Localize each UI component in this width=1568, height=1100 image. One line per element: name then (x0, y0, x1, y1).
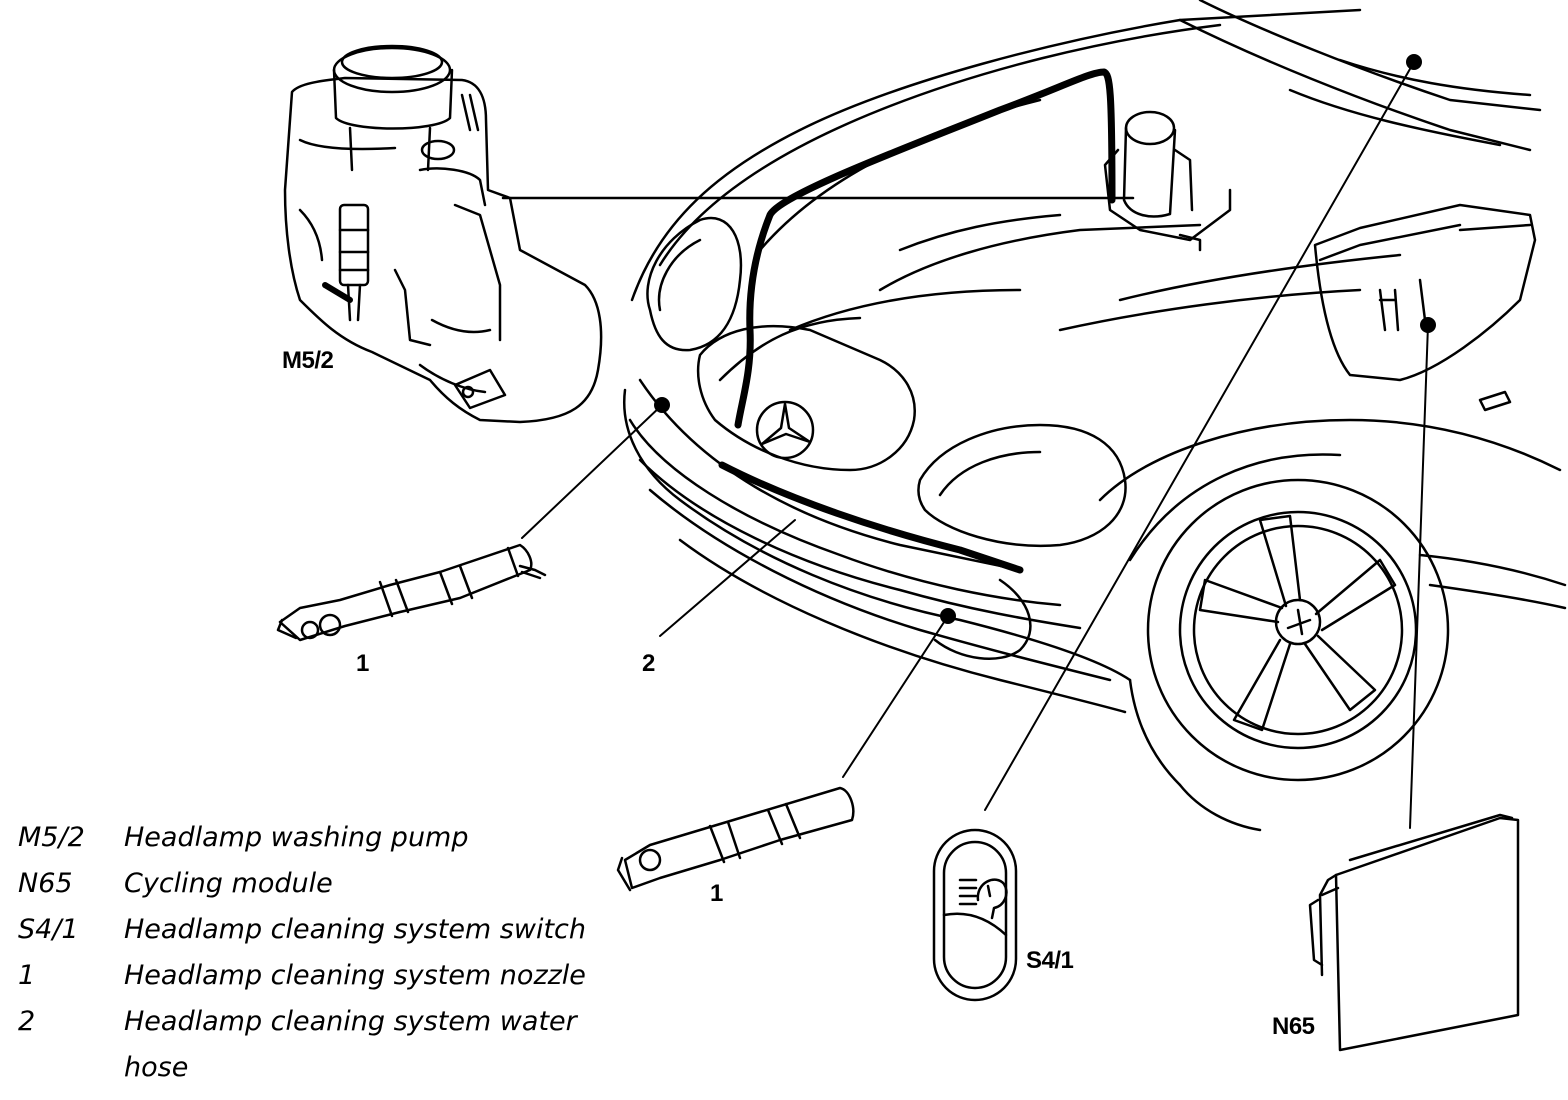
label-m5-2: M5/2 (282, 347, 334, 374)
legend-continuation: hose (124, 1052, 189, 1083)
legend-text: Headlamp cleaning system nozzle (124, 960, 586, 991)
legend-row: 2 Headlamp cleaning system water (18, 1006, 594, 1052)
legend-code: S4/1 (18, 914, 79, 945)
legend: M5/2 Headlamp washing pump N65 Cycling m… (18, 822, 594, 1098)
label-s4-1: S4/1 (1026, 947, 1074, 974)
legend-text: Headlamp washing pump (124, 822, 469, 853)
legend-code: 1 (18, 960, 36, 991)
legend-text: Headlamp cleaning system water (124, 1006, 577, 1037)
legend-text: Cycling module (124, 868, 333, 899)
label-n65: N65 (1272, 1013, 1315, 1040)
switch-drawing (932, 828, 1018, 1002)
leader-lines (521, 61, 1429, 829)
cycling-module-bay-drawing (1313, 203, 1537, 382)
legend-row: S4/1 Headlamp cleaning system switch (18, 914, 594, 960)
legend-code: M5/2 (18, 822, 85, 853)
legend-code: 2 (18, 1006, 36, 1037)
label-hose: 2 (642, 650, 655, 677)
legend-code: N65 (18, 868, 73, 899)
leader-dots (654, 54, 1436, 624)
cycling-module-drawing (1308, 813, 1520, 1052)
legend-row: M5/2 Headlamp washing pump (18, 822, 594, 868)
nozzle-left-drawing (276, 543, 547, 642)
label-nozzle-right: 1 (710, 880, 723, 907)
washer-reservoir-drawing (283, 44, 603, 424)
label-nozzle-left: 1 (356, 650, 369, 677)
legend-text: Headlamp cleaning system switch (124, 914, 587, 945)
nozzle-right-drawing (616, 786, 855, 892)
engine-bay-reservoir-drawing (1103, 110, 1232, 252)
legend-row: 1 Headlamp cleaning system nozzle (18, 960, 594, 1006)
water-hose-drawing (718, 68, 1116, 574)
legend-row: N65 Cycling module (18, 868, 594, 914)
